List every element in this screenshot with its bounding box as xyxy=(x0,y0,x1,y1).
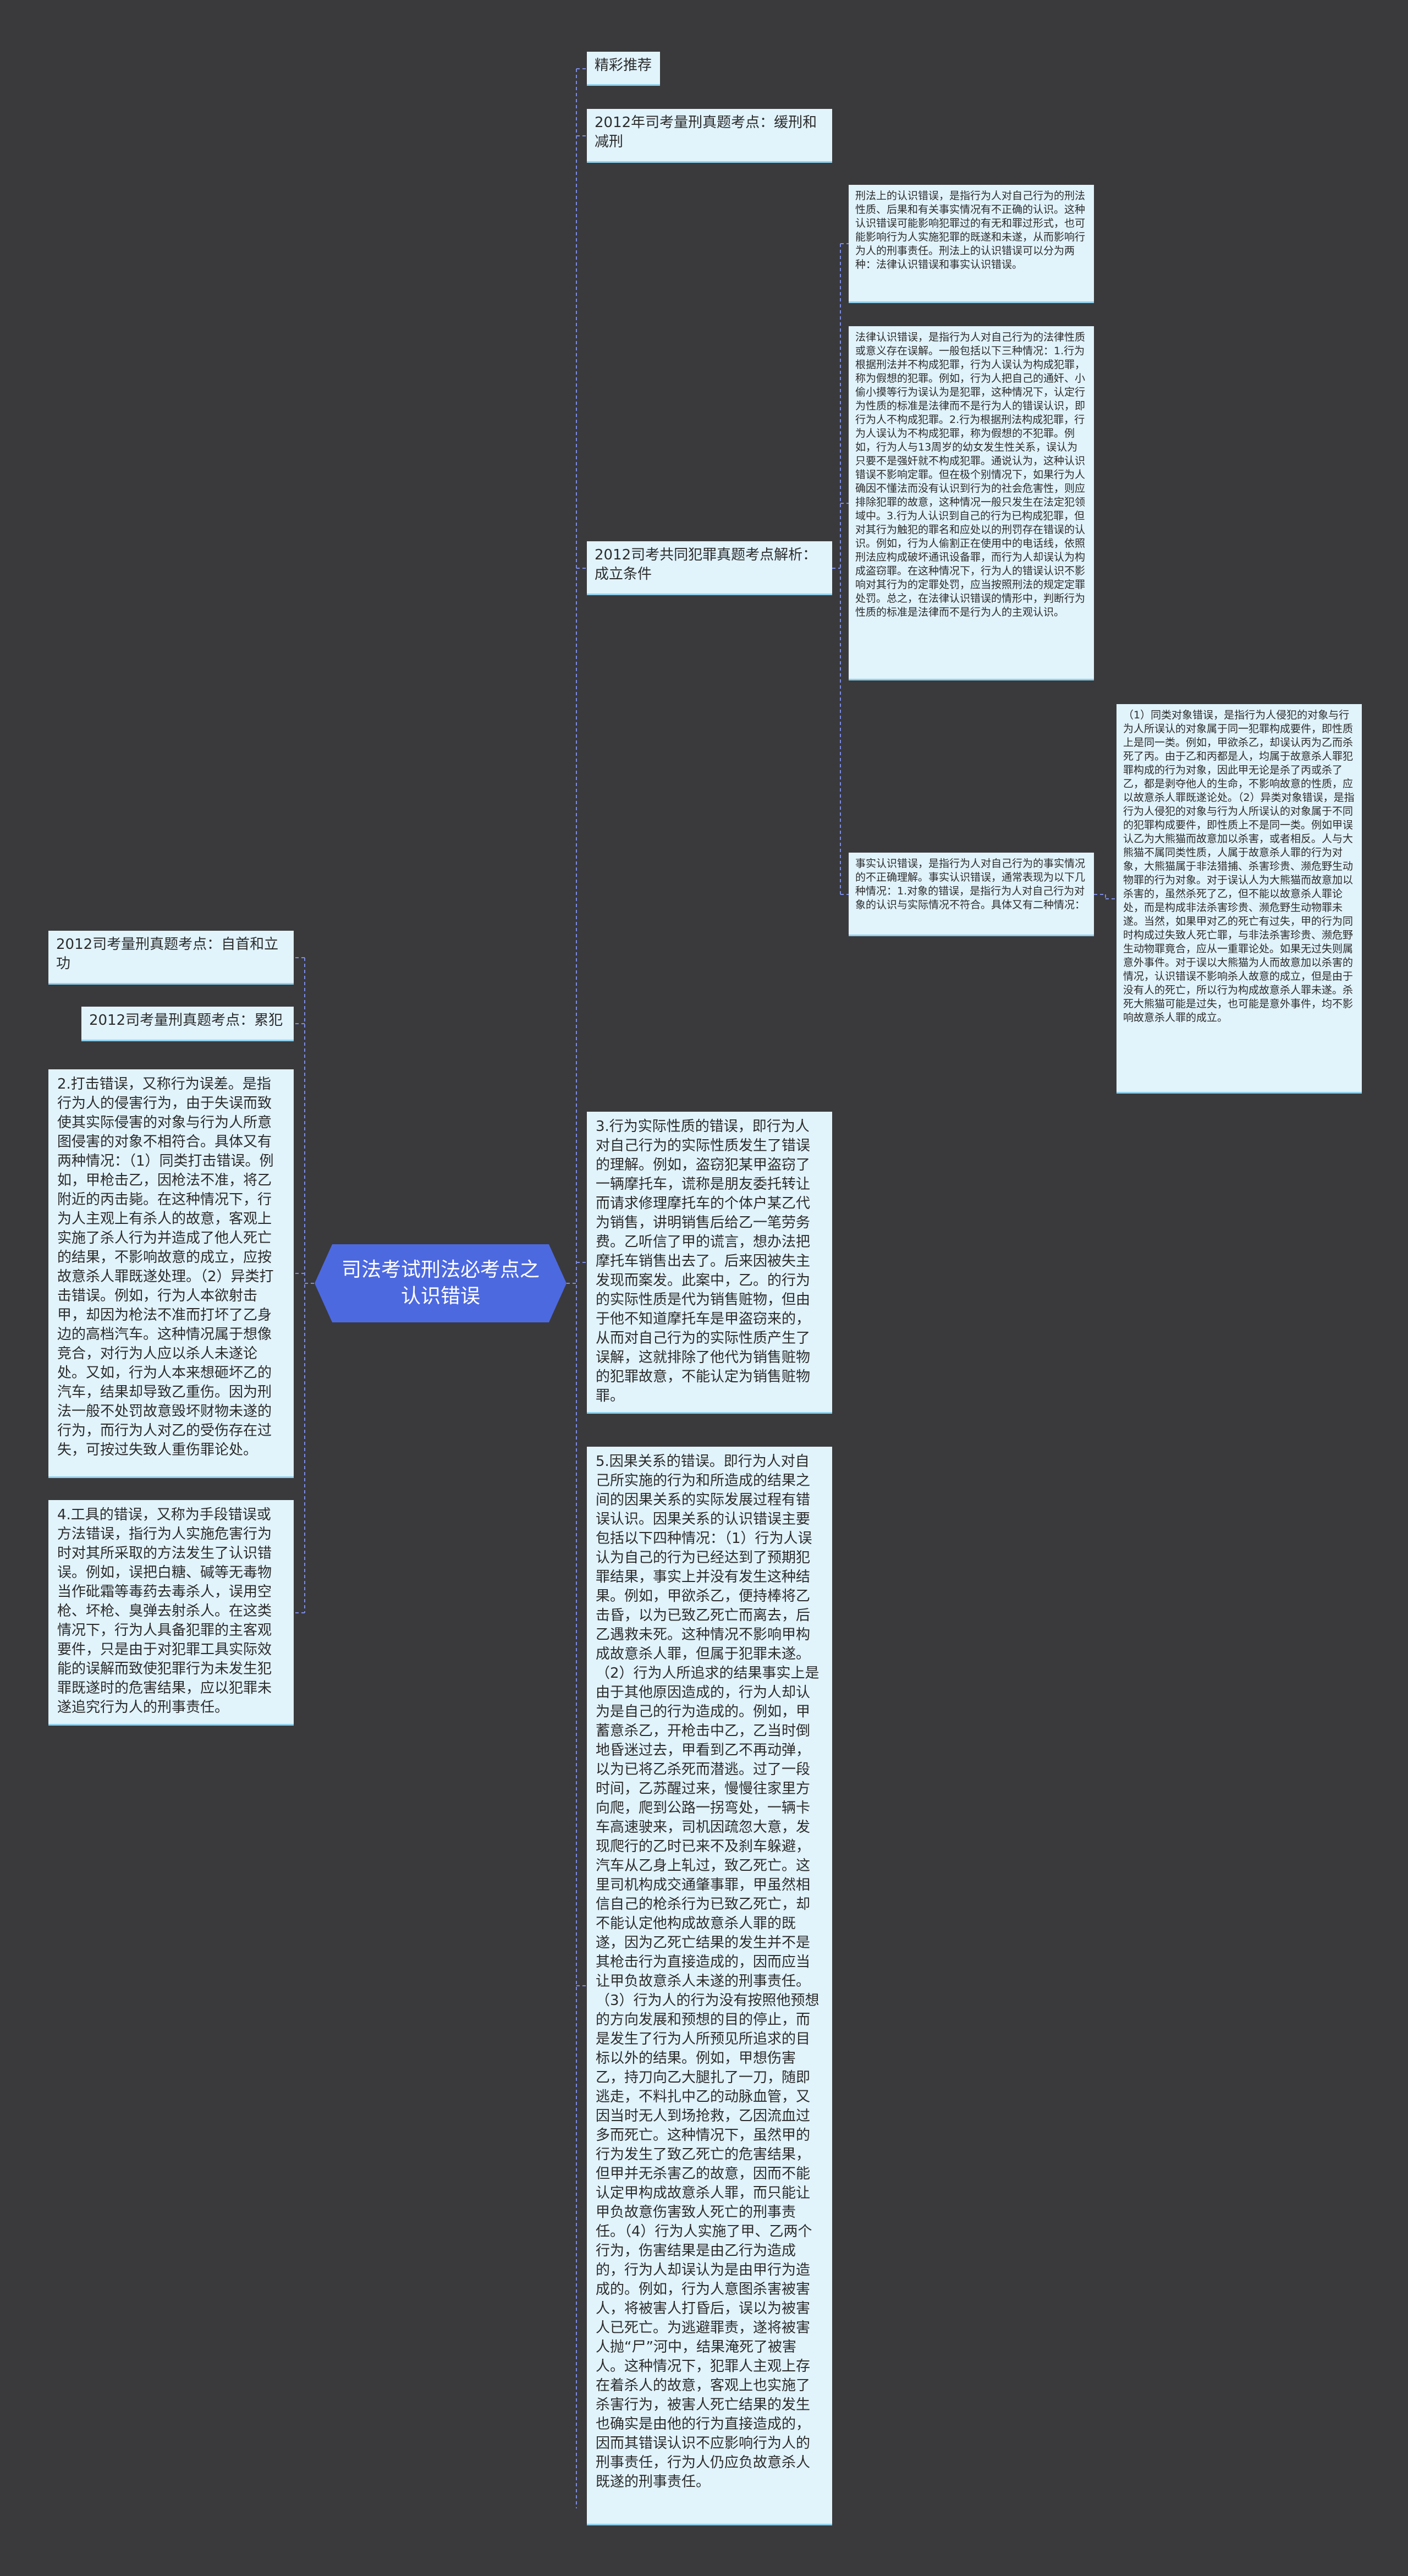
node-legal-error[interactable]: 法律认识错误，是指行为人对自己行为的法律性质或意义存在误解。一般包括以下三种情况… xyxy=(849,326,1094,680)
branch-label: 精彩推荐 xyxy=(595,57,652,74)
branch-label: 2012年司考量刑真题考点：缓刑和减刑 xyxy=(595,114,817,150)
root-title: 司法考试刑法必考点之认识错误 xyxy=(341,1259,540,1308)
branch-label: 3.行为实际性质的错误，即行为人对自己行为的实际性质发生了错误的理解。例如，盗窃… xyxy=(596,1118,811,1404)
node-text: 法律认识错误，是指行为人对自己行为的法律性质或意义存在误解。一般包括以下三种情况… xyxy=(855,331,1086,618)
node-factual-error[interactable]: 事实认识错误，是指行为人对自己行为的事实情况的不正确理解。事实认识错误，通常表现… xyxy=(849,853,1094,936)
branch-joint-crime[interactable]: 2012司考共同犯罪真题考点解析：成立条件 xyxy=(587,541,832,595)
branch-surrender-merit[interactable]: 2012司考量刑真题考点：自首和立功 xyxy=(48,931,294,985)
branch-causation-error[interactable]: 5.因果关系的错误。即行为人对自己所实施的行为和所造成的结果之间的因果关系的实际… xyxy=(587,1447,832,2525)
branch-striking-error[interactable]: 2.打击错误，又称行为误差。是指行为人的侵害行为，由于失误而致使其实际侵害的对象… xyxy=(48,1069,294,1478)
branch-tool-error[interactable]: 4.工具的错误，又称为手段错误或方法错误，指行为人实施危害行为时对其所采取的方法… xyxy=(48,1500,294,1726)
node-cognitive-error-definition[interactable]: 刑法上的认识错误，是指行为人对自己行为的刑法性质、后果和有关事实情况有不正确的认… xyxy=(849,185,1094,303)
root-node[interactable]: 司法考试刑法必考点之认识错误 xyxy=(315,1244,566,1322)
node-text: 事实认识错误，是指行为人对自己行为的事实情况的不正确理解。事实认识错误，通常表现… xyxy=(855,858,1086,911)
branch-label: 2.打击错误，又称行为误差。是指行为人的侵害行为，由于失误而致使其实际侵害的对象… xyxy=(57,1076,274,1458)
branch-recidivism[interactable]: 2012司考量刑真题考点：累犯 xyxy=(81,1007,294,1041)
branch-label: 2012司考量刑真题考点：累犯 xyxy=(89,1012,283,1029)
branch-label: 4.工具的错误，又称为手段错误或方法错误，指行为人实施危害行为时对其所采取的方法… xyxy=(57,1507,272,1716)
branch-recommended[interactable]: 精彩推荐 xyxy=(587,52,660,86)
branch-nature-error[interactable]: 3.行为实际性质的错误，即行为人对自己行为的实际性质发生了错误的理解。例如，盗窃… xyxy=(587,1112,832,1414)
node-text: 刑法上的认识错误，是指行为人对自己行为的刑法性质、后果和有关事实情况有不正确的认… xyxy=(855,190,1086,271)
node-text: （1）同类对象错误，是指行为人侵犯的对象与行为人所误认的对象属于同一犯罪构成要件… xyxy=(1123,709,1355,1024)
branch-label: 2012司考量刑真题考点：自首和立功 xyxy=(56,936,279,972)
branch-label: 5.因果关系的错误。即行为人对自己所实施的行为和所造成的结果之间的因果关系的实际… xyxy=(596,1453,820,2490)
node-object-error[interactable]: （1）同类对象错误，是指行为人侵犯的对象与行为人所误认的对象属于同一犯罪构成要件… xyxy=(1116,704,1362,1094)
branch-label: 2012司考共同犯罪真题考点解析：成立条件 xyxy=(595,547,817,583)
branch-sentencing-probation[interactable]: 2012年司考量刑真题考点：缓刑和减刑 xyxy=(587,109,832,163)
